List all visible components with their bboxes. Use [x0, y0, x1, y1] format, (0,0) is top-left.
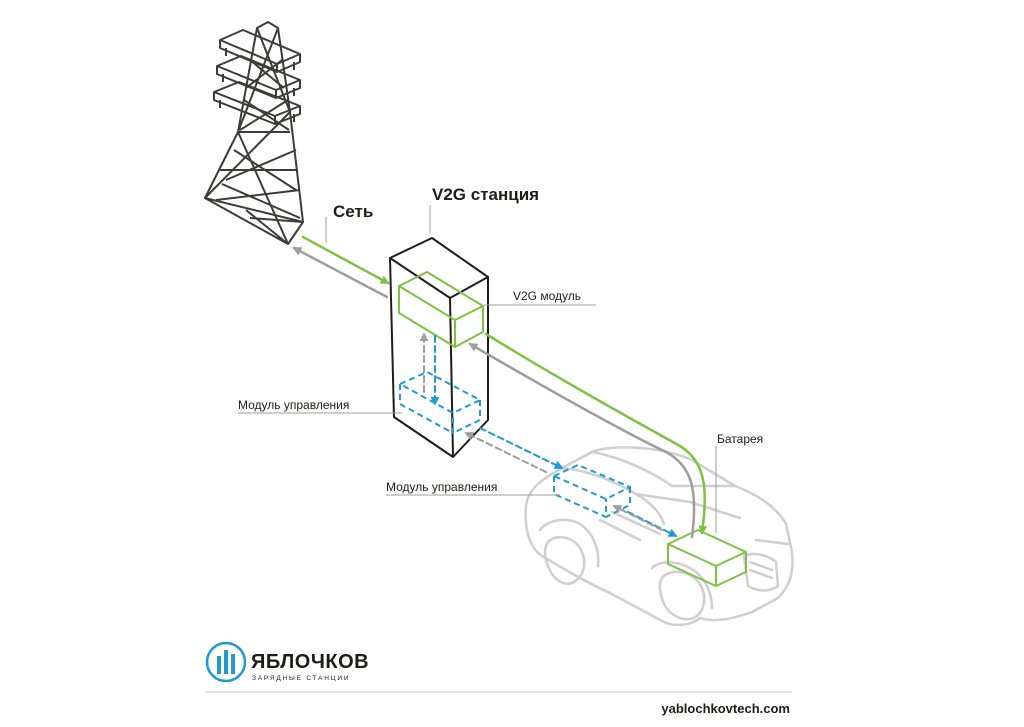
grid-to-station-arrow: [301, 235, 390, 285]
leader-lines: [238, 205, 717, 533]
station-to-grid-arrow: [292, 246, 389, 299]
battery-to-station-arrow: [468, 342, 696, 539]
control-flow-arrows: [419, 332, 678, 537]
site-url-link[interactable]: yablochkovtech.com: [661, 701, 790, 716]
grid-label: Сеть: [333, 202, 373, 221]
brand-tagline: ЗАРЯДНЫЕ СТАНЦИИ: [252, 675, 350, 682]
station-control-to-car-control-arrow: [479, 427, 564, 469]
transmission-tower-icon: [204, 21, 304, 245]
v2g-station-box: [389, 237, 489, 458]
car-control-label: Модуль управления: [386, 480, 497, 494]
battery-label: Батарея: [717, 432, 763, 446]
station-label: V2G станция: [432, 185, 539, 204]
brand-name: ЯБЛОЧКОВ: [251, 651, 369, 673]
v2g-module-label: V2G модуль: [513, 289, 581, 303]
power-flow-arrows: [292, 235, 708, 539]
station-to-battery-arrow: [484, 332, 708, 535]
car-control-to-station-control-arrow: [464, 432, 547, 473]
battery-to-car-control-arrow: [612, 505, 663, 531]
car-outline-icon: [524, 446, 794, 627]
battery-box: [667, 529, 747, 587]
yablochkov-logo-icon: [205, 641, 247, 683]
station-control-module-box: [399, 371, 481, 434]
station-control-label: Модуль управления: [238, 398, 349, 412]
v2g-module-box: [398, 271, 484, 348]
